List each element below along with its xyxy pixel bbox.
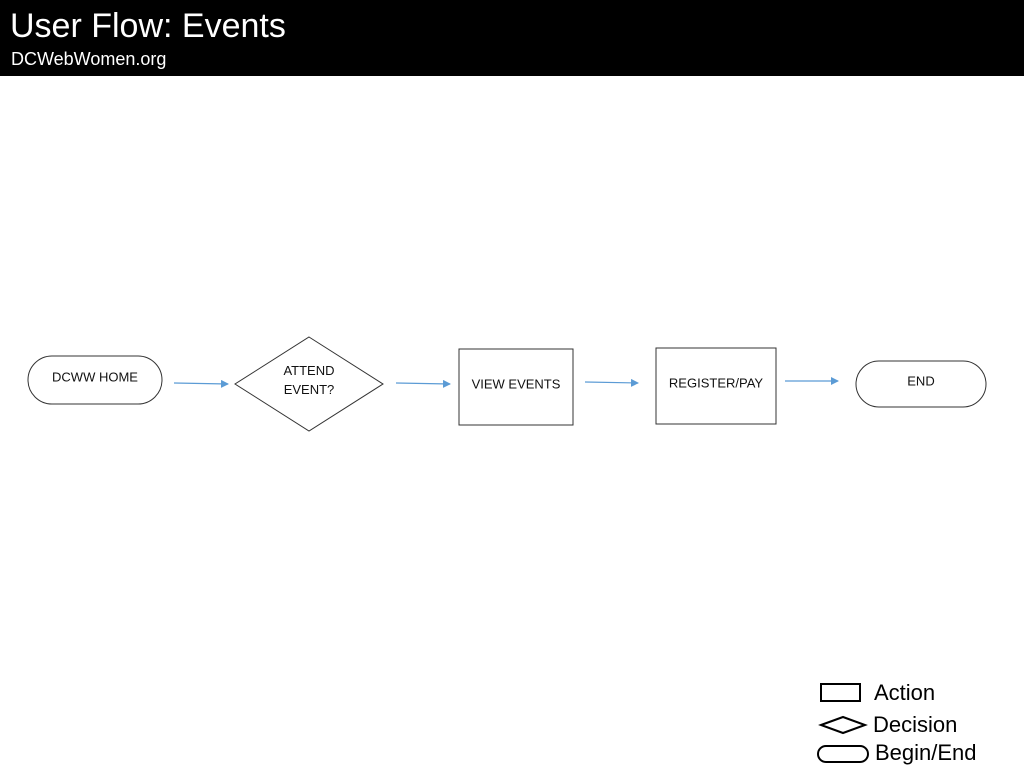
legend-item-decision: Decision [818,712,957,737]
node-label: VIEW EVENTS [472,376,561,391]
header-bar: User Flow: Events DCWebWomen.org [0,0,1024,76]
legend-label: Action [874,680,935,705]
flow-node-end: END [855,360,987,408]
flow-nodes: DCWW HOME ATTEND EVENT? VIEW EVENTS REGISTER… [27,336,987,432]
node-label: EVENT? [284,382,335,397]
action-shape [458,348,574,426]
legend-label: Begin/End [875,740,977,765]
page-title: User Flow: Events [10,7,286,45]
legend-begin-end-shape [817,745,869,763]
legend-item-action: Action [820,680,935,705]
flow-node-view-events: VIEW EVENTS [458,348,574,426]
flow-arrow-dcww-home-to-attend-event [173,379,229,388]
flow-node-dcww-home: DCWW HOME [27,355,163,405]
legend-label: Decision [873,712,957,737]
action-shape [655,347,777,425]
flow-node-attend-event: ATTEND EVENT? [234,336,384,432]
node-label: REGISTER/PAY [669,375,763,390]
terminator-shape [855,360,987,408]
terminator-shape [27,355,163,405]
flow-node-register-pay: REGISTER/PAY [655,347,777,425]
flow-edges [173,377,839,388]
legend-decision-shape [818,715,868,735]
node-label: ATTEND [283,363,334,378]
flow-arrow-view-events-to-register-pay [584,378,639,387]
node-label: DCWW HOME [52,369,138,384]
legend-item-begin-end: Begin/End [817,740,977,765]
node-label: END [907,373,934,388]
legend-action-shape [820,683,861,702]
flow-arrow-attend-event-to-view-events [395,379,451,388]
page-subtitle: DCWebWomen.org [11,49,167,69]
decision-shape [234,336,384,432]
